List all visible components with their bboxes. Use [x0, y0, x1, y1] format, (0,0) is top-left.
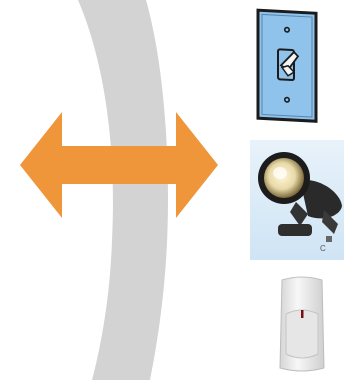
- spotlight-mount: [278, 224, 312, 236]
- light-switch-icon: [254, 8, 324, 128]
- spotlight-icon: [250, 140, 344, 260]
- arrow-shape: [20, 112, 218, 218]
- spotlight-lens: [264, 158, 304, 198]
- sensor-led: [301, 310, 304, 318]
- double-headed-arrow-icon: [20, 112, 218, 218]
- spotlight-caption: C: [320, 244, 326, 253]
- spotlight-badge: [326, 236, 332, 242]
- motion-sensor-icon: [276, 276, 328, 376]
